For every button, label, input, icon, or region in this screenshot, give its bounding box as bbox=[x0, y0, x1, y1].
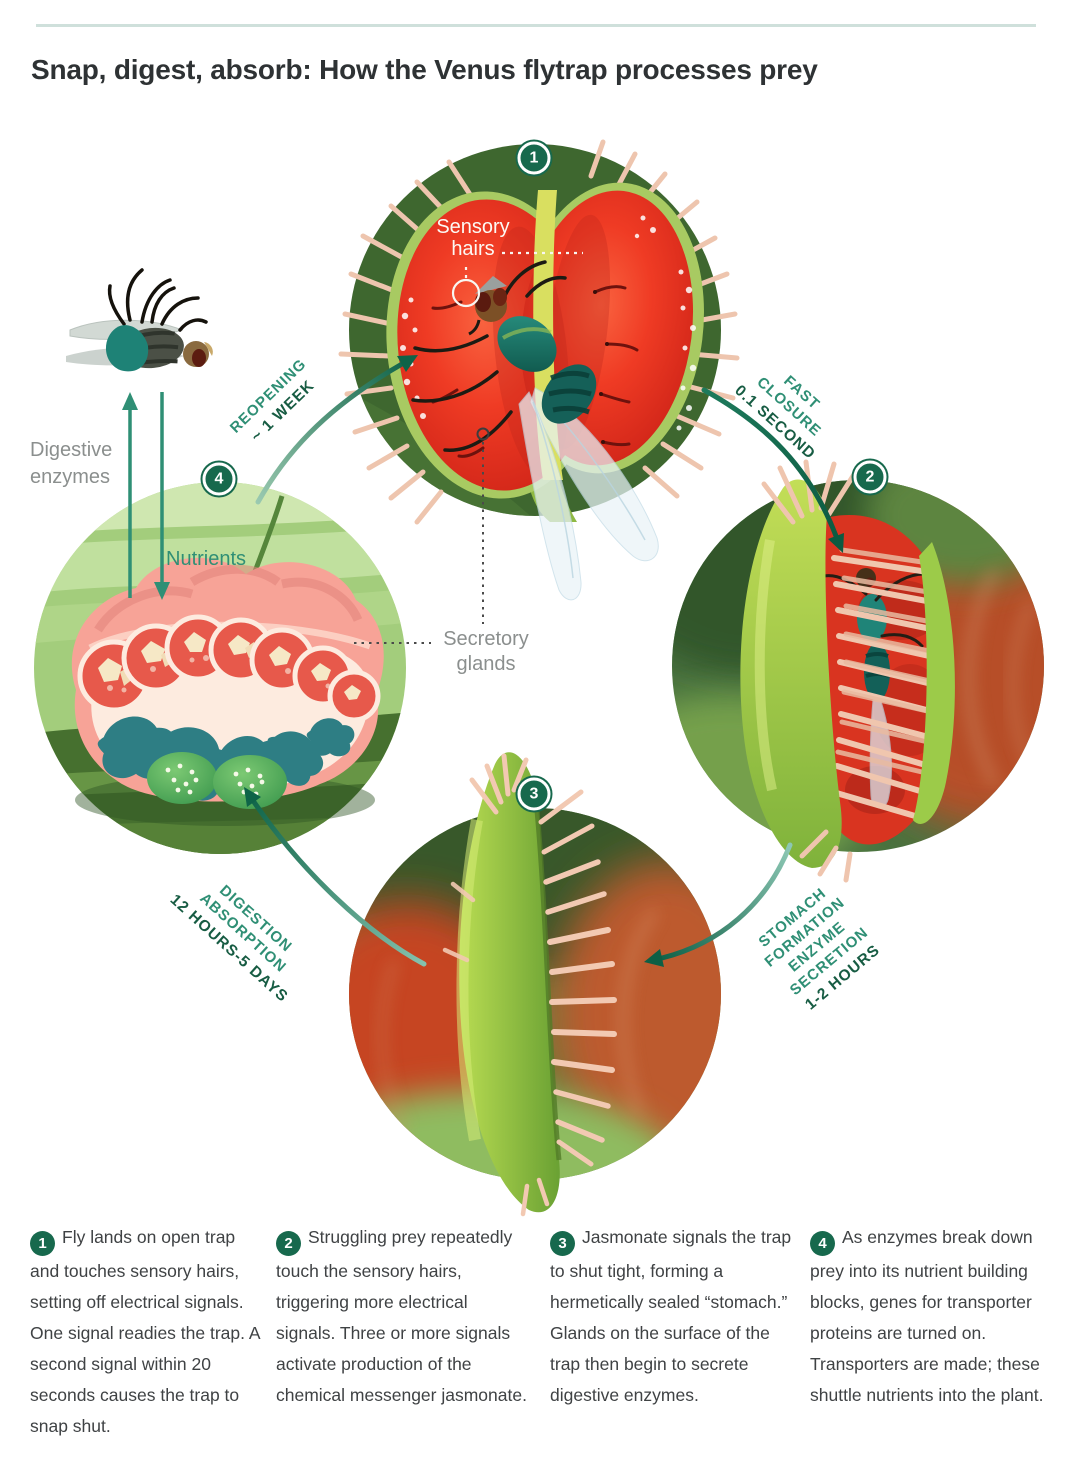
secretory-glands-callout: Secretory glands bbox=[443, 628, 529, 675]
stomach-cross-section bbox=[71, 557, 384, 826]
digestive-enzymes-label: Digestive enzymes bbox=[30, 439, 113, 488]
stage-4-legend-badge: 4 bbox=[810, 1231, 835, 1256]
secretory-gland-mounds bbox=[147, 752, 287, 809]
digesting-lobules bbox=[77, 614, 381, 723]
nutrients-label: Nutrients bbox=[166, 548, 247, 570]
closing-trap-illustration bbox=[672, 459, 1044, 883]
fly-illustration bbox=[411, 260, 659, 601]
closing-trap bbox=[740, 459, 955, 883]
stage-2-description-text: Struggling prey repeatedly touch the sen… bbox=[276, 1227, 527, 1405]
stomach-formation-transition-label: STOMACH FORMATION ENZYME SECRETION 1-2 H… bbox=[718, 853, 919, 1044]
transition-line: CLOSURE bbox=[753, 373, 825, 441]
stage-1-description-text: Fly lands on open trap and touches senso… bbox=[30, 1227, 260, 1436]
digesting-trap-cross-section-illustration bbox=[34, 482, 406, 854]
page-title: Snap, digest, absorb: How the Venus flyt… bbox=[31, 54, 818, 85]
digestion-absorption-transition-label: DIGESTION ABSORPTION 12 HOURS-5 DAYS bbox=[155, 851, 329, 1016]
stage-2-badge: 2 bbox=[853, 460, 887, 494]
stage-4-badge: 4 bbox=[202, 462, 236, 496]
stage-1-badge: 1 bbox=[517, 141, 551, 175]
closed-trap bbox=[442, 752, 617, 1217]
transition-line: ABSORPTION bbox=[196, 889, 290, 977]
stage-3-description-text: Jasmonate signals the trap to shut tight… bbox=[550, 1227, 792, 1405]
stage-3-legend-badge: 3 bbox=[550, 1231, 575, 1256]
stage-2-legend-badge: 2 bbox=[276, 1231, 301, 1256]
sensory-hairs-callout: Sensory hairs bbox=[436, 216, 510, 260]
top-rule bbox=[36, 24, 1036, 27]
stage-3-badge: 3 bbox=[517, 777, 551, 811]
sealed-spines bbox=[442, 753, 617, 1217]
dead-fly-illustration bbox=[66, 268, 213, 372]
stage-1-legend-badge: 1 bbox=[30, 1231, 55, 1256]
nectar-speckles bbox=[400, 215, 697, 431]
stage-4-description-text: As enzymes break down prey into its nutr… bbox=[810, 1227, 1044, 1405]
